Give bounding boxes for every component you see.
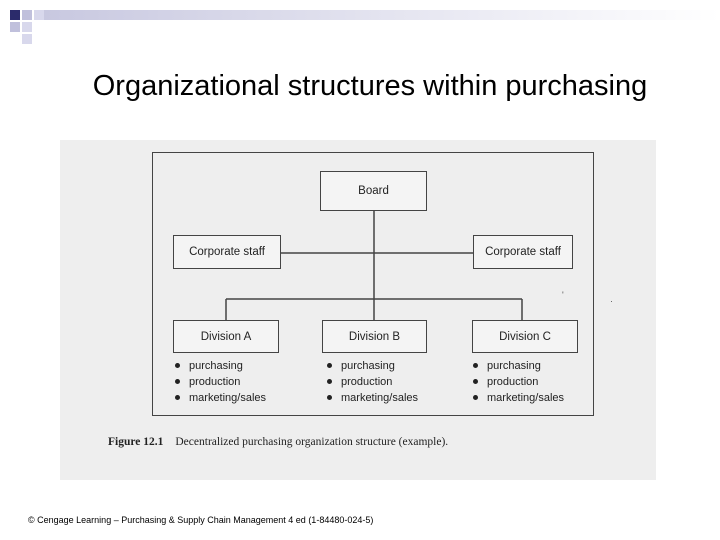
figure-caption-text: Decentralized purchasing organization st… xyxy=(175,436,449,448)
list-item: production xyxy=(327,374,418,390)
division-c-functions: purchasing production marketing/sales xyxy=(473,358,564,406)
list-item: marketing/sales xyxy=(473,390,564,406)
division-c-box: Division C xyxy=(472,320,578,353)
division-a-label: Division A xyxy=(200,330,252,343)
corporate-staff-left-label: Corporate staff xyxy=(189,246,265,258)
corporate-staff-left-box: Corporate staff xyxy=(173,235,281,269)
division-a-functions: purchasing production marketing/sales xyxy=(175,358,266,406)
list-item: marketing/sales xyxy=(175,390,266,406)
list-item: production xyxy=(175,374,266,390)
stray-mark: ' xyxy=(562,290,564,300)
decorative-corner-squares xyxy=(10,10,720,44)
division-c-label: Division C xyxy=(499,330,551,343)
corporate-staff-right-label: Corporate staff xyxy=(485,246,561,258)
list-item: production xyxy=(473,374,564,390)
slide-footer: © Cengage Learning – Purchasing & Supply… xyxy=(28,515,374,525)
division-b-box: Division B xyxy=(322,320,427,353)
slide-title: Organizational structures within purchas… xyxy=(92,70,648,102)
figure-number: Figure 12.1 xyxy=(108,436,164,448)
division-a-box: Division A xyxy=(173,320,279,353)
board-label: Board xyxy=(358,185,389,197)
stray-mark: · xyxy=(610,296,613,306)
list-item: purchasing xyxy=(175,358,266,374)
board-box: Board xyxy=(320,171,427,211)
figure-caption: Figure 12.1 Decentralized purchasing orga… xyxy=(108,436,448,448)
list-item: purchasing xyxy=(473,358,564,374)
figure-frame xyxy=(152,152,594,416)
division-b-functions: purchasing production marketing/sales xyxy=(327,358,418,406)
list-item: purchasing xyxy=(327,358,418,374)
decorative-bar xyxy=(42,10,720,20)
corporate-staff-right-box: Corporate staff xyxy=(473,235,573,269)
list-item: marketing/sales xyxy=(327,390,418,406)
division-b-label: Division B xyxy=(348,330,401,343)
